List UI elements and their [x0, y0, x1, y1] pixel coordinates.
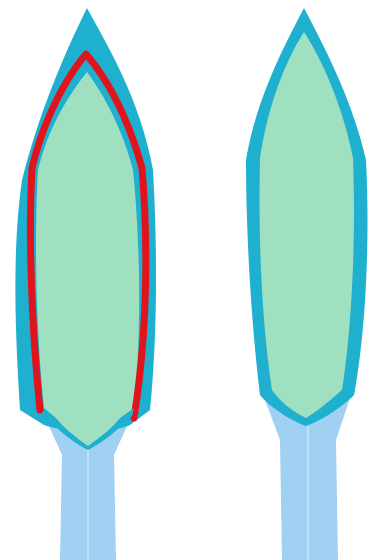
left-figure	[15, 8, 156, 560]
right-figure	[246, 8, 368, 560]
